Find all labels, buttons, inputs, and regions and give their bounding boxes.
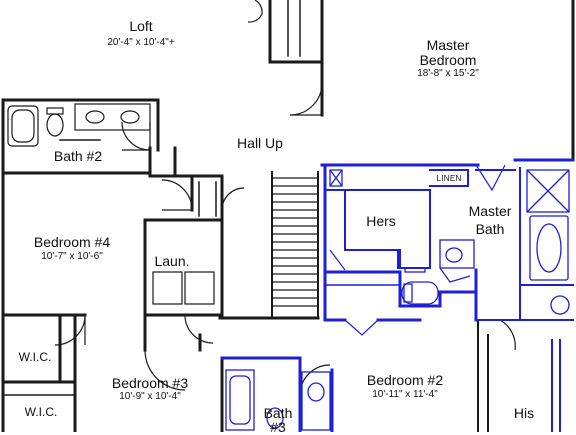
- bath3-label-1: Bath: [263, 405, 293, 421]
- washer: [152, 271, 183, 305]
- master-bedroom-dims: 18'-8" x 15'-2": [417, 68, 479, 79]
- suite-door-swings: [329, 164, 506, 336]
- master-sink: [439, 239, 475, 269]
- shower: [526, 169, 570, 213]
- loft-closet-wall: [268, 0, 324, 64]
- bath3-toilet: [266, 407, 284, 429]
- bedroom2-label: Bedroom #2: [366, 372, 444, 388]
- vanity: [74, 103, 151, 131]
- loft-dims: 20'-4" x 10'-4"+: [107, 37, 175, 48]
- bath3-tub: [225, 369, 255, 431]
- laundry-label: Laun.: [154, 253, 190, 269]
- master-suite-walls: [220, 158, 575, 432]
- wic1-label: W.I.C.: [18, 350, 52, 364]
- master-bedroom-label-1: Master: [426, 37, 470, 53]
- toilet: [46, 113, 64, 137]
- master-bath-label-1: Master: [468, 203, 512, 219]
- dryer: [184, 271, 215, 305]
- bath2-wall-bottom: [1, 146, 177, 178]
- bedroom2-dims: 10'-11" x 11'-4": [372, 389, 438, 400]
- bedroom4-dims: 10'-7" x 10'-6": [41, 251, 103, 262]
- closet-box: [329, 169, 343, 187]
- bedroom4-label: Bedroom #4: [33, 234, 111, 250]
- soaking-tub: [529, 215, 569, 281]
- bath2-wall-top: [1, 98, 160, 152]
- hers-closet-wall: [344, 189, 431, 269]
- laundry-appliances: [152, 271, 215, 305]
- bath3-wall: [220, 356, 302, 432]
- bedroom3-label: Bedroom #3: [111, 375, 189, 391]
- master-sink-2: [550, 295, 570, 315]
- master-bedroom-label-2: Bedroom: [419, 52, 477, 68]
- closet-wall: [190, 174, 224, 222]
- closet-shelf-lines: [287, 0, 301, 57]
- bedroom3-dims: 10'-9" x 10'-4": [119, 391, 181, 402]
- bathtub: [7, 105, 39, 147]
- bath2-label: Bath #2: [53, 148, 103, 164]
- bath2-fixtures: [7, 103, 151, 147]
- door-swings: [54, 0, 516, 396]
- linen-closet: [429, 169, 469, 187]
- his-label: His: [513, 405, 535, 421]
- master-bath-label-2: Bath: [475, 221, 505, 237]
- linen-label: LINEN: [436, 174, 462, 183]
- bath3-vanity: [301, 371, 331, 431]
- stair-stringers: [271, 171, 319, 319]
- master-toilet: [401, 281, 439, 305]
- loft-label: Loft: [129, 18, 153, 34]
- hers-label: Hers: [366, 213, 396, 229]
- laundry-wall: [143, 218, 224, 317]
- bath-divider: [323, 270, 478, 308]
- stair-treads: [272, 177, 318, 307]
- hall-label: Hall Up: [237, 135, 283, 151]
- wic2-label: W.I.C.: [24, 405, 58, 419]
- master-suite-fixtures: [225, 169, 570, 431]
- master-door-swing: [289, 82, 323, 116]
- bath3-label-2: #3: [270, 419, 286, 435]
